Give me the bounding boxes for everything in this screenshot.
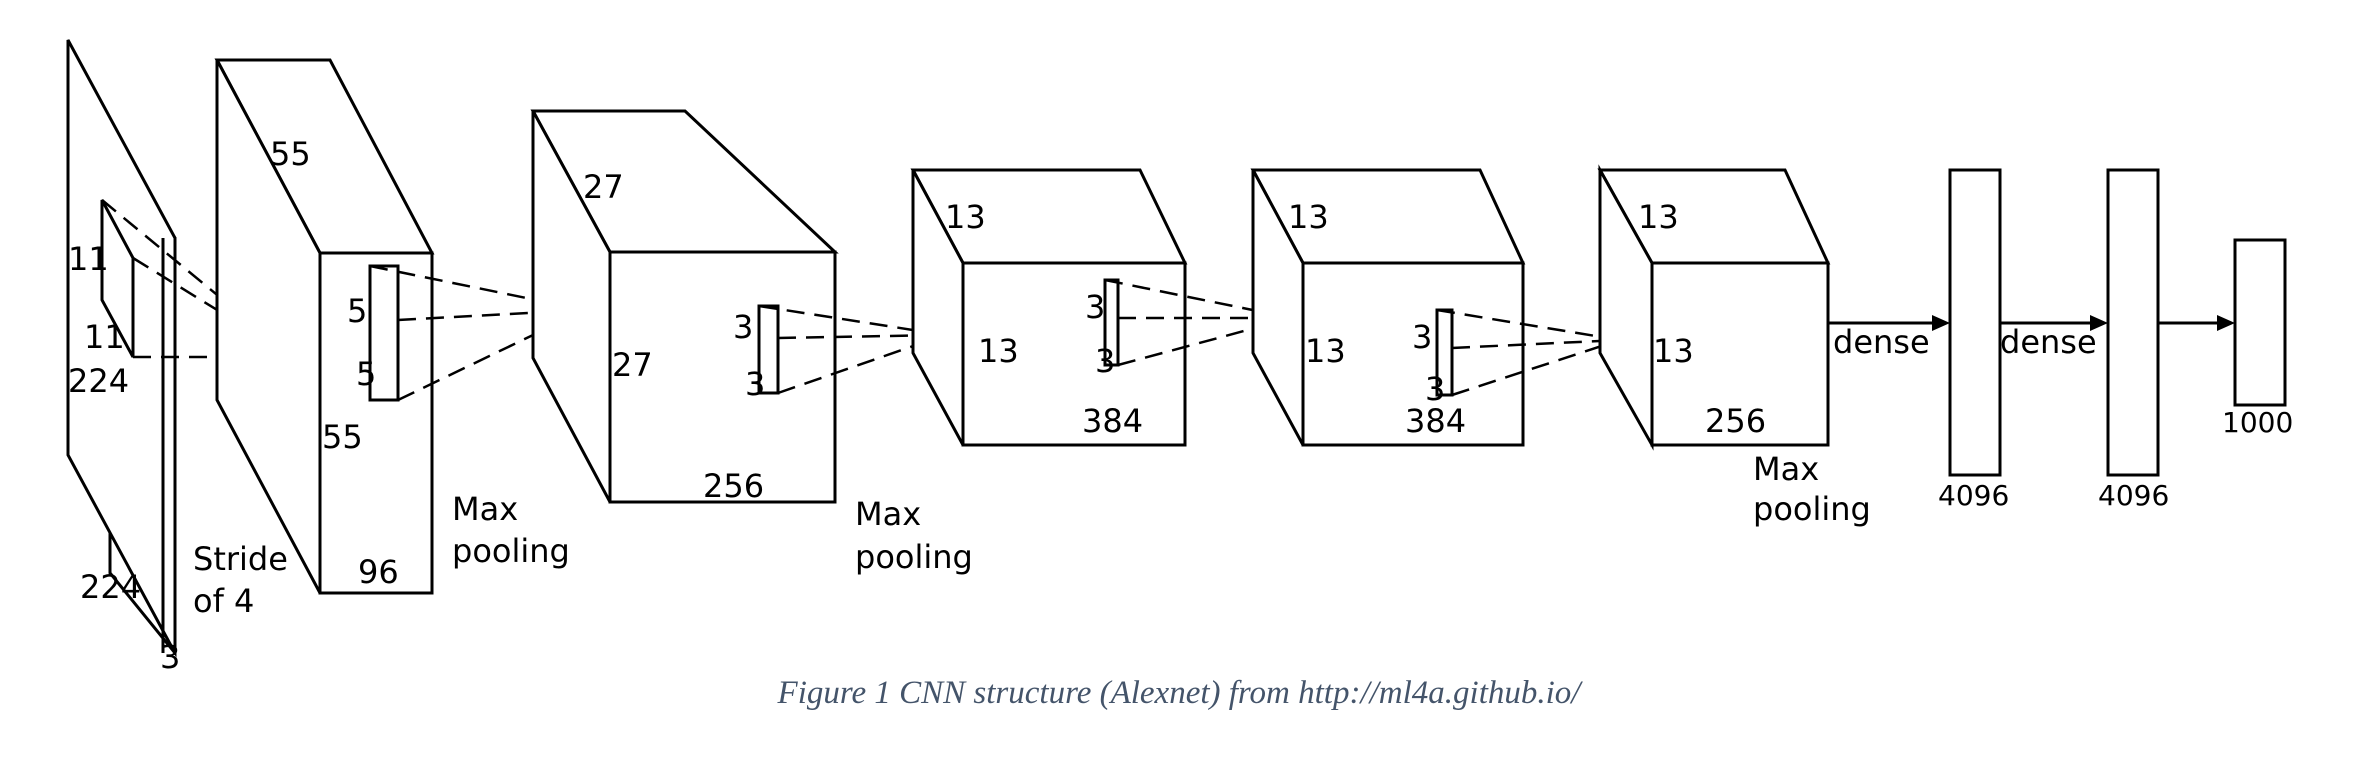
figure-caption: Figure 1 CNN structure (Alexnet) from ht… [777,675,1581,711]
conv2-width-label: 27 [612,346,653,384]
fc2-label: 4096 [2098,479,2169,512]
conv3-kernel-width: 3 [1095,342,1115,380]
conv4-kernel-height: 3 [1412,318,1432,356]
dense-label-2: dense [2000,323,2097,361]
conv2-front-face [608,250,837,504]
conv3-front-face [961,261,1187,447]
conv2-height-label: 27 [583,168,624,206]
conv4-front-face [1301,261,1525,447]
conv2-depth-label: 256 [703,467,764,505]
conv5-front-face [1650,261,1830,447]
pool2-label-line2: pooling [855,538,973,576]
conv4-depth-label: 384 [1405,402,1466,440]
input-height-label: 224 [68,362,129,400]
pool3-label-line2: pooling [1753,490,1871,528]
conv2-kernel-width: 3 [745,365,765,403]
conv1-layer [214,58,435,595]
conv2-kernel-height: 3 [733,308,753,346]
input-kernel-width: 11 [84,318,125,356]
conv5-layer [1597,164,1831,451]
fc1-label: 4096 [1938,479,2009,512]
input-layer [66,39,177,658]
input-width-label: 224 [80,568,141,606]
conv4-height-label: 13 [1288,198,1329,236]
pool2-label-line1: Max [855,495,921,533]
pool3-label-line1: Max [1753,450,1819,488]
dense-arrow-1-head [1932,315,1950,331]
conv1-depth-label: 96 [358,553,399,591]
conv3-height-label: 13 [945,198,986,236]
input-depth-label: 3 [160,638,180,676]
conv3-layer [910,168,1188,447]
conv1-width-label: 55 [322,418,363,456]
conv4-kernel-width: 3 [1425,370,1445,408]
stride-label-line2: of 4 [193,582,254,620]
output-label: 1000 [2222,406,2293,439]
conv1-kernel-height: 5 [347,292,367,330]
conv1-kernel-width: 5 [356,355,376,393]
conv4-width-label: 13 [1305,332,1346,370]
conv4-projection [1436,308,1621,397]
stride-label-line1: Stride [193,540,288,578]
pool1-label-line2: pooling [452,532,570,570]
conv5-depth-label: 256 [1705,402,1766,440]
conv4-layer [1250,168,1526,447]
conv3-depth-label: 384 [1082,402,1143,440]
conv3-kernel-height: 3 [1085,288,1105,326]
fc1-layer [1948,168,2002,477]
conv3-width-label: 13 [978,332,1019,370]
conv1-height-label: 55 [270,135,311,173]
input-front-face [66,39,177,654]
dense-label-1: dense [1833,323,1930,361]
fc2-layer [2106,168,2160,477]
conv2-layer [530,109,839,504]
output-layer [2233,238,2287,407]
output-arrow-head [2217,315,2235,331]
input-kernel-height: 11 [68,240,109,278]
conv5-width-label: 13 [1653,332,1694,370]
conv5-height-label: 13 [1638,198,1679,236]
dense-arrow-2-head [2090,315,2108,331]
pool1-label-line1: Max [452,490,518,528]
